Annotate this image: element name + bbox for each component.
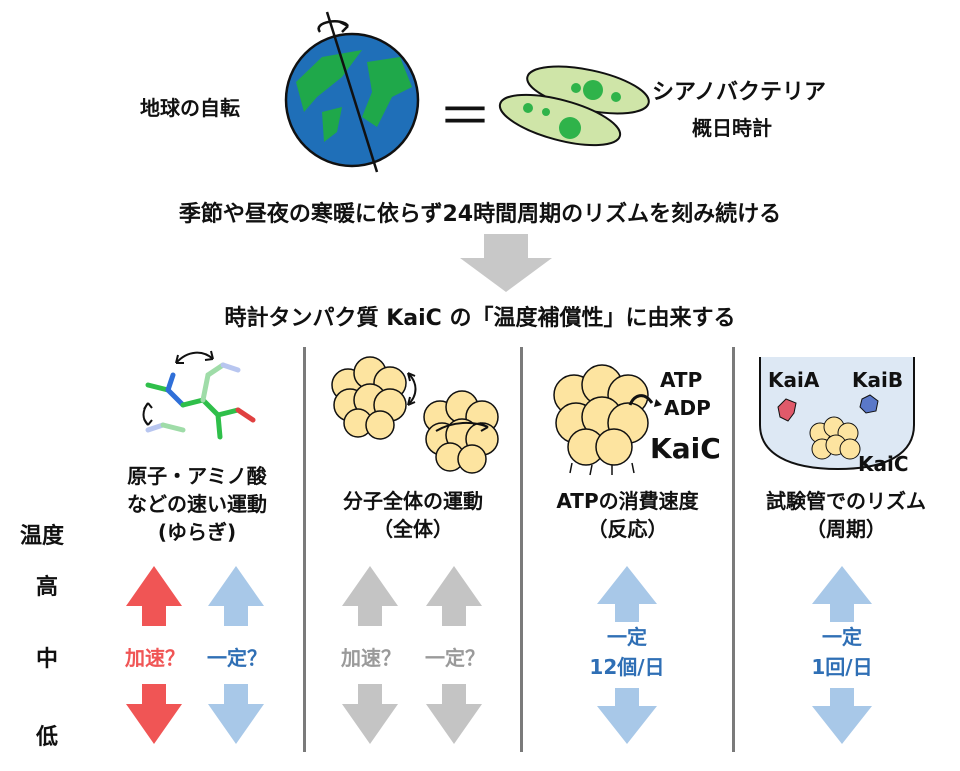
column-3-constant-label: 一定 12個/日 (560, 622, 694, 682)
accelerate-arrow-icon (342, 566, 398, 744)
temperature-axis-title: 温度 (20, 524, 65, 549)
column-4-title-line-2: （周期） (806, 517, 886, 541)
column-1-constant-label: 一定？ (207, 646, 267, 670)
constant-arrow-icon (597, 566, 657, 744)
column-1-title-line-3: (ゆらぎ) (157, 520, 237, 544)
amino-acid-structure-icon (142, 350, 256, 440)
cyanobacteria-subtitle: 概日時計 (692, 116, 772, 140)
accelerate-arrow-icon (126, 566, 182, 744)
kaib-label: KaiB (852, 368, 904, 392)
column-1-title-line-2: などの速い運動 (127, 492, 267, 516)
column-2-title-line-1: 分子全体の運動 (343, 489, 483, 513)
column-3-title-line-2: （反応） (587, 517, 668, 541)
column-4-rate-line: 1回/日 (811, 655, 873, 679)
kaic-label: KaiC (650, 432, 721, 465)
temperature-level-high: 高 (36, 575, 59, 600)
column-3-title-line-1: ATPの消費速度 (556, 489, 699, 513)
down-arrow-icon (460, 234, 552, 292)
earth-icon (284, 11, 420, 173)
cyanobacteria-title: シアノバクテリア (652, 80, 827, 105)
constant-arrow-icon (208, 566, 264, 744)
column-2-accelerate-label: 加速？ (341, 646, 401, 670)
column-4-constant-line-1: 一定 (822, 625, 862, 649)
cyanobacteria-icon (498, 65, 650, 147)
column-divider (520, 347, 523, 752)
origin-statement: 時計タンパク質 KaiC の「温度補償性」に由来する (224, 306, 736, 331)
column-1-title: 原子・アミノ酸 などの速い運動 (ゆらぎ) (92, 462, 302, 546)
column-3-constant-line-1: 一定 (607, 625, 647, 649)
kaic-tube-label: KaiC (858, 452, 909, 476)
column-1-accelerate-label: 加速？ (125, 646, 185, 670)
atp-label: ATP (660, 368, 703, 392)
constant-arrow-icon (426, 566, 482, 744)
column-divider (732, 347, 735, 752)
atp-to-adp-arrow-icon (628, 394, 662, 407)
column-2-title-line-2: （全体） (373, 517, 453, 541)
kaic-hexamer-icon (331, 356, 499, 474)
column-divider (303, 347, 306, 752)
adp-label: ADP (664, 396, 711, 420)
earth-label: 地球の自転 (140, 96, 240, 120)
column-1-title-line-1: 原子・アミノ酸 (127, 464, 267, 488)
temperature-level-mid: 中 (36, 647, 59, 672)
column-4-constant-label: 一定 1回/日 (775, 622, 909, 682)
temperature-level-low: 低 (36, 725, 59, 750)
test-tube-icon (759, 357, 915, 471)
column-4-title-line-1: 試験管でのリズム (766, 489, 926, 513)
kaic-atp-icon (553, 364, 649, 476)
column-3-rate-line: 12個/日 (589, 655, 665, 679)
kaia-label: KaiA (768, 368, 820, 392)
column-2-title: 分子全体の運動 （全体） (306, 487, 520, 543)
equals-sign: ＝ (438, 85, 492, 148)
column-4-title: 試験管でのリズム （周期） (735, 487, 957, 543)
column-3-title: ATPの消費速度 （反応） (523, 487, 732, 543)
rhythm-statement: 季節や昼夜の寒暖に依らず24時間周期のリズムを刻み続ける (178, 202, 782, 227)
constant-arrow-icon (812, 566, 872, 744)
column-2-constant-label: 一定？ (425, 646, 485, 670)
